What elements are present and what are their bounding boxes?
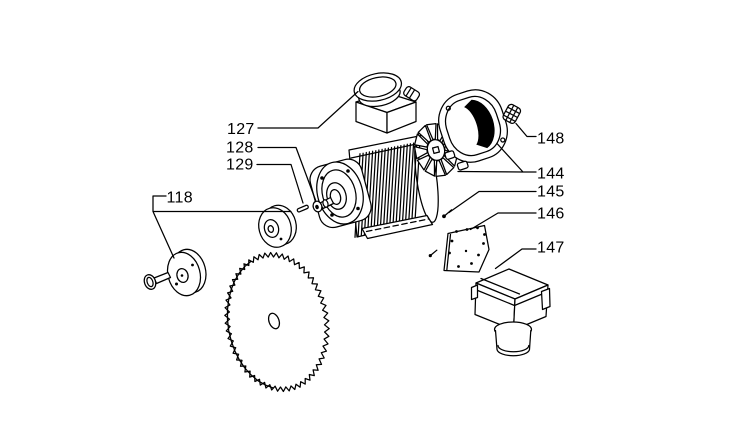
leader-line-127 bbox=[257, 90, 359, 129]
leader-line-145 bbox=[448, 190, 537, 214]
saw-blade-rim bbox=[226, 260, 274, 389]
vent-shadow bbox=[464, 99, 495, 149]
part-label-118: 118 bbox=[167, 190, 193, 207]
terminal-plate bbox=[443, 224, 490, 273]
leader-lines bbox=[152, 90, 537, 270]
capacitor-cover bbox=[353, 72, 403, 108]
shaft-washer bbox=[322, 199, 329, 208]
motor-body bbox=[309, 132, 439, 240]
capacitor-gland bbox=[403, 86, 421, 102]
blade-inner-flange bbox=[258, 204, 297, 248]
part-label-144: 144 bbox=[537, 166, 565, 183]
leader-line-148 bbox=[515, 122, 537, 138]
shaft-nut bbox=[312, 200, 323, 213]
part-label-146: 146 bbox=[537, 206, 565, 223]
flange-bolt bbox=[143, 271, 172, 290]
cable-gland bbox=[502, 103, 522, 124]
fan-cover bbox=[438, 89, 508, 171]
part-label-127: 127 bbox=[227, 121, 255, 138]
saw-blade-teeth bbox=[224, 251, 330, 393]
leader-line-144 bbox=[457, 142, 537, 173]
shaft-key bbox=[296, 204, 309, 213]
leader-line-129 bbox=[256, 163, 304, 204]
part-label-128: 128 bbox=[226, 140, 254, 157]
part-label-145: 145 bbox=[537, 184, 565, 201]
switch-box bbox=[470, 268, 551, 357]
blade-outer-flange bbox=[166, 248, 207, 297]
part-label-148: 148 bbox=[537, 131, 565, 148]
leader-line-146 bbox=[469, 212, 537, 231]
diagram-art bbox=[143, 72, 551, 393]
arbor-hole bbox=[267, 312, 281, 330]
saw-blade bbox=[224, 251, 330, 393]
capacitor-box bbox=[353, 72, 421, 134]
part-label-147: 147 bbox=[537, 240, 565, 257]
callout-labels: 127 128 129 118 148 144 145 146 147 bbox=[167, 121, 565, 257]
plate-screw bbox=[428, 249, 438, 258]
leader-line-128 bbox=[257, 146, 317, 201]
part-label-129: 129 bbox=[226, 157, 254, 174]
leader-line-147 bbox=[494, 248, 537, 270]
leader-line-118 bbox=[152, 195, 292, 259]
